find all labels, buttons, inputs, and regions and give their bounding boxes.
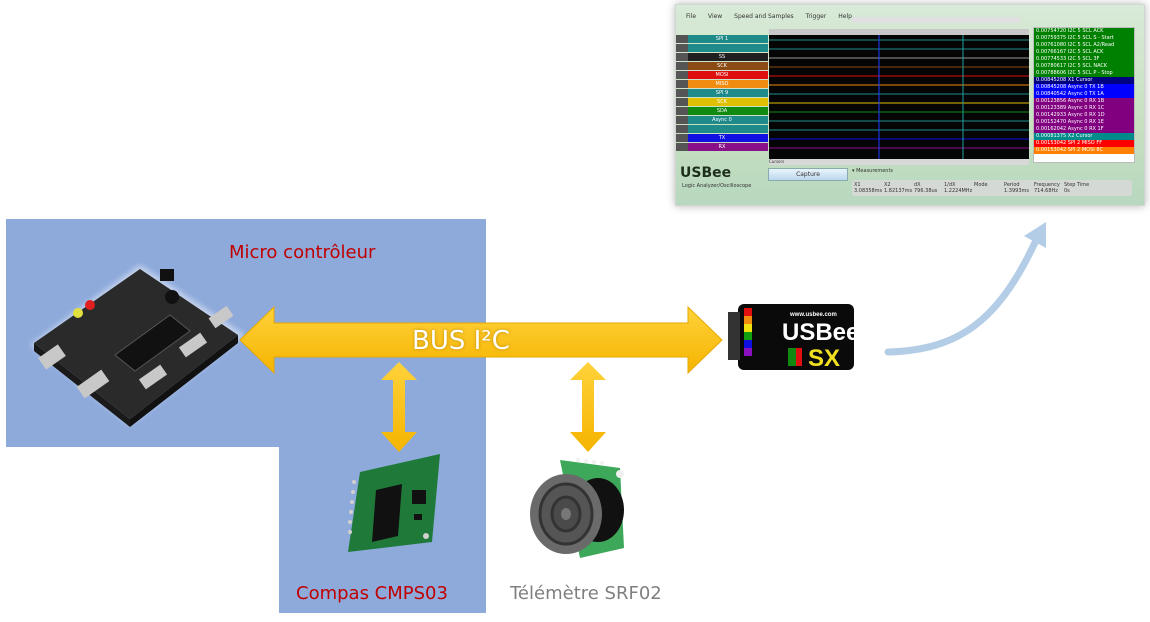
compass-module-image xyxy=(348,454,440,552)
cursors-bar[interactable]: Cursors xyxy=(769,159,1029,165)
measurements-title[interactable]: ▾ Measurements xyxy=(852,168,894,174)
microcontroller-label: Micro contrôleur xyxy=(229,242,376,263)
channel-row[interactable]: MISO xyxy=(676,80,768,88)
event-row[interactable]: 0.00754720 I2C 5 SCL ACK xyxy=(1034,28,1134,35)
usbee-sx-device-image: www.usbee.com USBee SX xyxy=(728,304,858,372)
usbee-url: www.usbee.com xyxy=(789,312,837,318)
measurements-table: X1 X2 dX 1/dX Mode Period Frequency Step Time 3… xyxy=(852,180,1132,196)
bus-label: BUS I²C xyxy=(412,326,510,356)
time-ruler xyxy=(769,29,1029,35)
channel-row[interactable]: SDA xyxy=(676,107,768,115)
measurement-header: X2 xyxy=(884,182,891,188)
measurements-label: Measurements xyxy=(856,168,894,174)
measurement-value: 796.38us xyxy=(914,188,938,194)
event-row[interactable]: 0.00845208 Async 0 TX 1B xyxy=(1034,84,1134,91)
measurement-header: 1/dX xyxy=(944,182,956,188)
zoom-slider[interactable] xyxy=(851,17,1021,23)
event-row[interactable]: 0.00142933 Async 0 RX 1D xyxy=(1034,112,1134,119)
usbee-model: SX xyxy=(808,345,840,372)
channel-row[interactable]: SPI 9 xyxy=(676,89,768,97)
menu-view[interactable]: View xyxy=(707,13,723,20)
software-subtitle: Logic Analyzer/Oscilloscope xyxy=(682,183,752,189)
event-row[interactable]: 0.00766167 I2C 5 SCL ACK xyxy=(1034,49,1134,56)
capture-button[interactable]: Capture xyxy=(768,168,848,181)
software-brand: USBee xyxy=(680,165,732,181)
event-row[interactable]: 0.00152470 Async 0 RX 1E xyxy=(1034,119,1134,126)
rangefinder-image xyxy=(530,458,624,558)
channel-row[interactable] xyxy=(676,44,768,52)
menu-help[interactable]: Help xyxy=(838,13,852,20)
menu-file[interactable]: File xyxy=(686,13,697,20)
rangefinder-link-arrow xyxy=(570,362,606,452)
event-row[interactable]: 0.00788606 I2C 5 SCL P - Stop xyxy=(1034,70,1134,77)
cursors-label: Cursors xyxy=(769,159,785,164)
measurement-header: Step Time xyxy=(1064,182,1090,188)
measurement-header: X1 xyxy=(854,182,861,188)
event-row[interactable]: 0.00081375 X2 Cursor xyxy=(1034,133,1134,140)
channel-row[interactable]: TX xyxy=(676,134,768,142)
curved-arrow-to-software xyxy=(884,232,1042,356)
waveform-display xyxy=(769,35,1029,159)
measurement-value: 1.3993ms xyxy=(1004,188,1029,194)
measurement-header: Period xyxy=(1004,182,1020,188)
measurements-headers: X1 X2 dX 1/dX Mode Period Frequency Step Time xyxy=(854,182,1130,188)
software-menubar: File View Speed and Samples Trigger Help xyxy=(676,13,1144,27)
channel-row[interactable]: MOSI xyxy=(676,71,768,79)
event-row[interactable]: 0.00123389 Async 0 RX 1C xyxy=(1034,105,1134,112)
event-row[interactable]: 0.00761080 I2C 5 SCL A2/Read xyxy=(1034,42,1134,49)
event-row[interactable]: 0.00162042 Async 0 RX 1F xyxy=(1034,126,1134,133)
measurement-value: 714.68Hz xyxy=(1034,188,1058,194)
channel-row[interactable]: SCK xyxy=(676,62,768,70)
menu-speed[interactable]: Speed and Samples xyxy=(734,13,794,20)
measurement-value: 1.2224MHz xyxy=(944,188,973,194)
channel-row[interactable]: RX xyxy=(676,143,768,151)
channel-row[interactable]: SS xyxy=(676,53,768,61)
event-row[interactable]: 0.00774533 I2C 5 SCL 3F xyxy=(1034,56,1134,63)
event-row[interactable]: 0.00840542 Async 0 TX 1A xyxy=(1034,91,1134,98)
measurement-value: 1.82137ms xyxy=(884,188,913,194)
measurement-value: 3.08358ms xyxy=(854,188,883,194)
event-row[interactable]: 0.00153042 SPI 2 MISO FF xyxy=(1034,140,1134,147)
usbee-software-window: File View Speed and Samples Trigger Help… xyxy=(675,4,1145,206)
channel-row[interactable] xyxy=(676,125,768,133)
usbee-brand: USBee xyxy=(782,319,858,346)
curved-arrow-head xyxy=(1024,222,1046,248)
channel-row[interactable]: SCK xyxy=(676,98,768,106)
event-row[interactable]: 0.00153042 SPI 2 MOSI 8C xyxy=(1034,147,1134,154)
rangefinder-label: Télémètre SRF02 xyxy=(510,583,662,604)
event-row[interactable]: 0.00759375 I2C 5 SCL S - Start xyxy=(1034,35,1134,42)
measurement-value: 0s xyxy=(1064,188,1070,194)
microcontroller-board-image xyxy=(30,265,245,427)
event-row[interactable]: 0.00780617 I2C 5 SCL NACK xyxy=(1034,63,1134,70)
measurement-header: Mode xyxy=(974,182,988,188)
event-row[interactable]: 0.00123856 Async 0 RX 1B xyxy=(1034,98,1134,105)
menu-trigger[interactable]: Trigger xyxy=(805,13,827,20)
channel-row[interactable]: SPI 1 xyxy=(676,35,768,43)
measurements-panel: ▾ Measurements X1 X2 dX 1/dX Mode Period Frequ… xyxy=(852,168,1132,200)
channel-row[interactable]: Async 0 xyxy=(676,116,768,124)
event-row[interactable]: 0.00845208 X1 Cursor xyxy=(1034,77,1134,84)
measurement-header: Frequency xyxy=(1034,182,1060,188)
compass-label: Compas CMPS03 xyxy=(296,583,448,604)
compass-link-arrow xyxy=(381,362,417,452)
measurement-header: dX xyxy=(914,182,921,188)
bus-i2c-arrow xyxy=(239,305,723,375)
